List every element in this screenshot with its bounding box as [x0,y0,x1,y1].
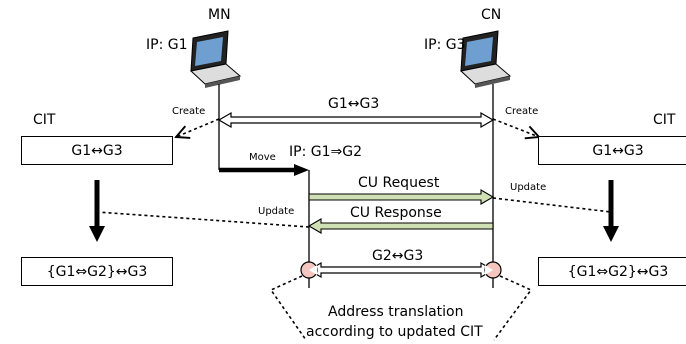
callout-left-line [269,275,307,341]
cn-label: CN [481,7,502,23]
create-left-arrow [176,118,220,137]
move-label: Move [249,152,276,163]
cn-ip-label: IP: G3 [424,37,466,53]
cu-request-label: CU Request [358,175,440,191]
mn-ip-label: IP: G1 [146,37,188,53]
translation-note-line1: Address translation [328,304,464,320]
move-arrow [219,164,309,176]
cit-right-box-after: {G1⇔G2}↔G3 [538,257,686,286]
cit-right-down-arrow [603,180,619,242]
callout-right-line [493,275,533,341]
session-top-arrow [217,111,495,129]
session-bottom-label: G2↔G3 [372,248,424,264]
translation-note-line2: according to updated CIT [306,324,483,340]
mn-label: MN [208,7,231,23]
update-left-label: Update [258,206,295,217]
session-top-label: G1↔G3 [328,96,380,112]
cit-right-box-before: G1↔G3 [538,136,686,165]
update-right-label: Update [510,182,547,193]
cit-left-box-before: G1↔G3 [21,136,173,165]
create-right-label: Create [505,106,539,117]
create-right-arrow [492,118,539,137]
cn-laptop-icon [459,30,512,88]
update-right-line [492,197,612,213]
cu-response-arrow [307,218,494,234]
cu-request-arrow [308,189,495,205]
create-left-label: Create [172,106,206,117]
cit-left-down-arrow [89,180,105,242]
new-ip-label: IP: G1⇒G2 [289,144,362,160]
cu-response-label: CU Response [350,205,442,221]
mn-laptop-icon [189,30,242,88]
cit-left-box-after: {G1⇔G2}↔G3 [21,257,173,286]
session-bottom-arrow [307,261,495,279]
translation-node-cn-icon [484,261,502,279]
cit-left-title: CIT [33,112,56,128]
translation-node-mn-icon [300,261,318,279]
cit-right-title: CIT [653,112,676,128]
